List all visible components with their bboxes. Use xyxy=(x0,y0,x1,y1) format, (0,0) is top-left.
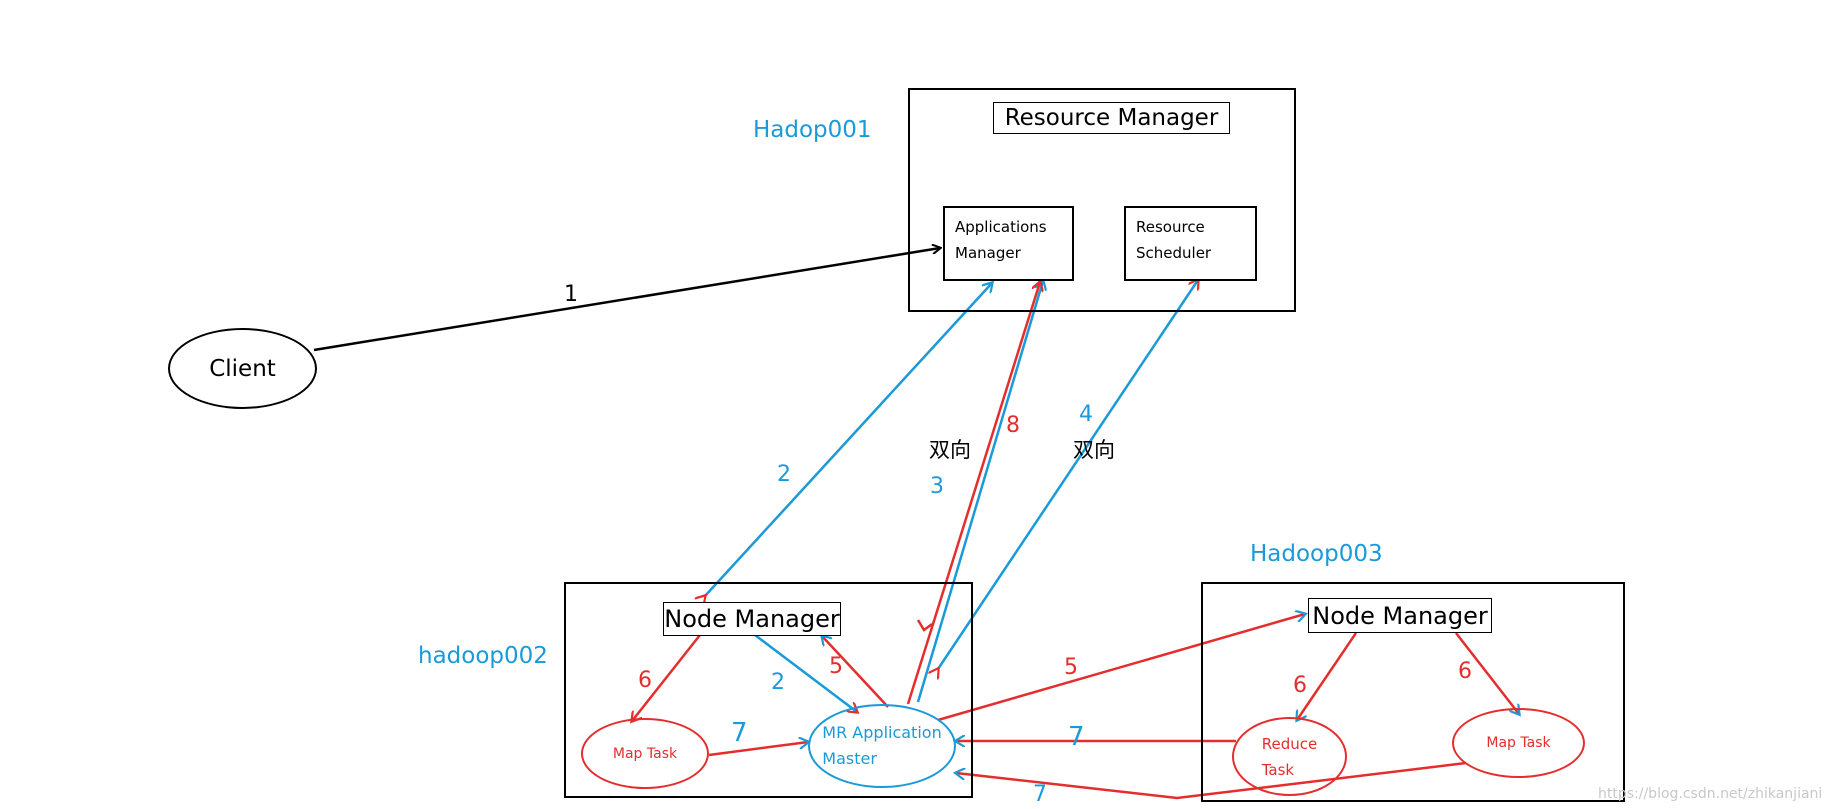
step-7-label-reduce: 7 xyxy=(1068,722,1085,752)
resource-manager-box xyxy=(908,88,1296,312)
client-node: Client xyxy=(168,328,317,409)
watermark: https://blog.csdn.net/zhikanjiani xyxy=(1598,786,1823,802)
step-3-label: 3 xyxy=(930,474,944,499)
host-label-hadoop001: Hadop001 xyxy=(753,117,872,143)
node-manager-002: Node Manager xyxy=(663,602,841,636)
step-2-label-lower: 2 xyxy=(771,670,785,695)
resource-scheduler-box: Resource Scheduler xyxy=(1124,206,1257,281)
applications-manager-box: Applications Manager xyxy=(943,206,1074,281)
map-task-003-label: Map Task xyxy=(1486,735,1551,751)
arrow-7-maptask003-to-appmaster xyxy=(956,761,1467,800)
step-2-label-upper: 2 xyxy=(777,462,791,487)
step-7-label-map003: 7 xyxy=(1033,782,1047,807)
step-8-label: 8 xyxy=(1006,413,1020,438)
bidirectional-note-4: 双向 xyxy=(1073,438,1115,462)
resource-scheduler-line2: Scheduler xyxy=(1136,244,1212,262)
arrow-5-appmaster-to-nm003 xyxy=(937,614,1305,722)
arrow-6-nm003-to-reduce xyxy=(1297,632,1358,720)
step-6-label-map003: 6 xyxy=(1458,659,1472,684)
node-manager-003: Node Manager xyxy=(1308,598,1492,633)
arrow-1-client-to-appmanager xyxy=(313,248,940,352)
reduce-task-line1: Reduce xyxy=(1261,734,1318,753)
host-label-hadoop002: hadoop002 xyxy=(418,643,548,669)
arrow-5-appmaster-to-nm xyxy=(822,636,889,708)
step-5-label-003: 5 xyxy=(1064,655,1078,680)
step-7-label-002: 7 xyxy=(731,718,748,748)
resource-manager-title: Resource Manager xyxy=(993,102,1230,134)
step-6-label-002: 6 xyxy=(638,668,652,693)
step-1-label: 1 xyxy=(564,282,578,307)
client-label: Client xyxy=(209,355,276,382)
step-5-label-002: 5 xyxy=(829,654,843,679)
arrow-2-nm-to-appmaster xyxy=(754,634,857,712)
hadoop002-box xyxy=(564,582,973,798)
applications-manager-line1: Applications xyxy=(955,218,1047,236)
reduce-task-line2: Task xyxy=(1261,760,1295,779)
arrow-6-nm-to-maptask xyxy=(632,634,701,721)
step-6-label-reduce: 6 xyxy=(1293,673,1307,698)
mr-app-master-line1: MR Application xyxy=(822,723,942,742)
arrow-6-nm003-to-maptask xyxy=(1455,632,1519,714)
applications-manager-line2: Manager xyxy=(955,244,1021,262)
mr-app-master-line2: Master xyxy=(822,749,877,768)
step-4-label: 4 xyxy=(1079,402,1093,427)
arrow-4-appmaster-scheduler xyxy=(938,280,1198,669)
map-task-003: Map Task xyxy=(1452,708,1585,778)
hadoop003-box xyxy=(1201,582,1625,802)
resource-scheduler-line1: Resource xyxy=(1136,218,1205,236)
reduce-task-003: Reduce Task xyxy=(1232,717,1347,796)
host-label-hadoop003: Hadoop003 xyxy=(1250,541,1383,567)
arrow-7-maptask-to-appmaster xyxy=(708,742,808,757)
bidirectional-note-3: 双向 xyxy=(929,438,971,462)
mr-application-master: MR Application Master xyxy=(808,704,956,788)
map-task-002: Map Task xyxy=(581,718,709,789)
map-task-002-label: Map Task xyxy=(612,745,678,762)
